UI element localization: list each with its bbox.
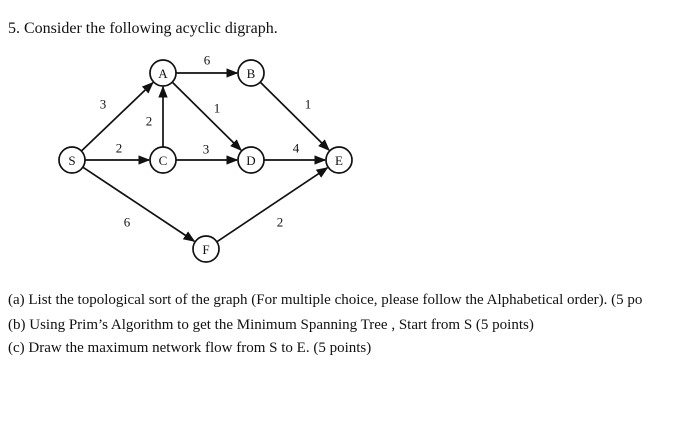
acyclic-digraph: 3 2 6 2 6 1 3 1 4 2 S A B C D E F [58,53,353,263]
graph-nodes: S A B C D E F [58,59,353,263]
edge-s-f [82,166,196,242]
edge-b-e [259,81,330,151]
node-circle [149,59,177,87]
node-label: A [158,66,168,81]
node-a: A [149,59,177,87]
question-title: 5. Consider the following acyclic digrap… [8,20,278,37]
edge-weight-a-d: 1 [214,101,221,116]
node-label: B [247,66,256,81]
node-circle [237,146,265,174]
node-circle [237,59,265,87]
edge-s-a [80,81,154,152]
node-label: S [68,153,75,168]
node-d: D [237,146,265,174]
edge-weight-c-d: 3 [203,142,210,157]
node-label: E [335,153,343,168]
node-c: C [149,146,177,174]
edge-weight-b-e: 1 [305,97,312,112]
edge-weight-c-a: 2 [146,114,153,129]
node-s: S [58,146,86,174]
part-c-text: (c) Draw the maximum network flow from S… [8,340,372,356]
edge-weight-a-b: 6 [204,53,211,68]
part-b-text: (b) Using Prim’s Algorithm to get the Mi… [8,317,534,333]
node-b: B [237,59,265,87]
node-circle [149,146,177,174]
node-label: C [159,153,168,168]
edge-weight-f-e: 2 [277,215,284,230]
node-f: F [192,235,220,263]
graph-edges [80,68,330,243]
edge-a-d [171,81,242,151]
edge-weight-s-f: 6 [124,215,131,230]
edge-weight-d-e: 4 [293,141,300,156]
node-circle [58,146,86,174]
node-e: E [325,146,353,174]
edge-weight-s-a: 3 [100,97,107,112]
node-circle [192,235,220,263]
node-label: D [246,153,255,168]
part-a-text: (a) List the topological sort of the gra… [8,292,643,308]
graph-edge-weights: 3 2 6 2 6 1 3 1 4 2 [100,53,312,230]
node-circle [325,146,353,174]
edge-f-e [216,167,329,243]
node-label: F [202,242,209,257]
edge-weight-s-c: 2 [116,141,123,156]
